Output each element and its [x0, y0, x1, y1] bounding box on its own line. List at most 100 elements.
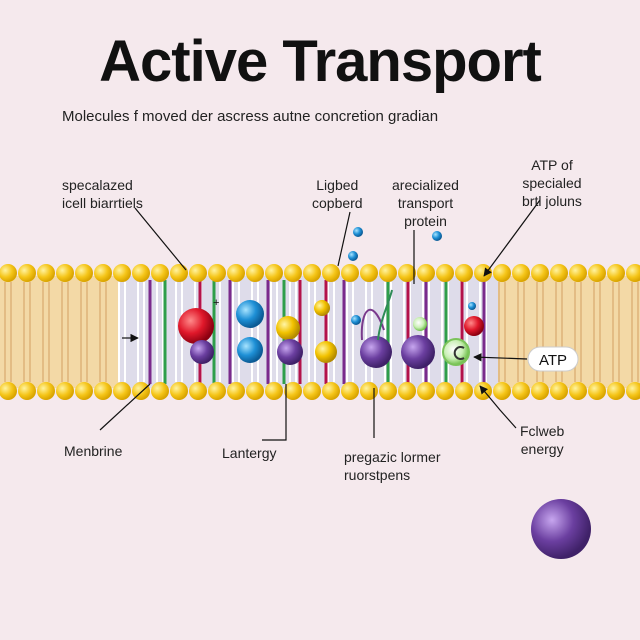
yellow-molecule [314, 300, 330, 316]
lipid-head [208, 382, 226, 400]
lipid-head [265, 264, 283, 282]
lipid-head [531, 382, 549, 400]
label-specialized-cell: specalazed icell biarrtiels [62, 177, 143, 211]
lipid-head [227, 382, 245, 400]
blue-molecule [237, 337, 263, 363]
lipid-head [379, 382, 397, 400]
lipid-head [189, 264, 207, 282]
atp-badge-label: ATP [539, 352, 567, 369]
lipid-head [322, 264, 340, 282]
lipid-head [284, 264, 302, 282]
lipid-head [398, 264, 416, 282]
red-molecule [178, 308, 214, 344]
lipid-head [75, 264, 93, 282]
lipid-head [208, 264, 226, 282]
lipid-head [512, 264, 530, 282]
svg-text:+: + [213, 297, 219, 309]
lipid-head [113, 264, 131, 282]
lipid-head [607, 382, 625, 400]
lipid-head [550, 382, 568, 400]
floating-blue-molecule [348, 251, 358, 261]
lipid-head [94, 382, 112, 400]
label-pregazic: pregazic lormer ruorstpens [344, 449, 441, 483]
lipid-head [246, 382, 264, 400]
lipid-head [436, 382, 454, 400]
lipid-head [455, 382, 473, 400]
lipid-head [417, 382, 435, 400]
lipid-head [588, 382, 606, 400]
lipid-head [569, 264, 587, 282]
lipid-heads [0, 264, 640, 400]
page-title: Active Transport [99, 29, 542, 94]
lipid-head [94, 264, 112, 282]
small-purple-molecule [190, 340, 214, 364]
label-atp-specialized: ATP of specialed brtl joluns [522, 157, 582, 209]
leader-lines [99, 199, 541, 441]
lipid-head [379, 264, 397, 282]
atp-molecule [442, 338, 470, 366]
yellow-molecule [276, 316, 300, 340]
purple-molecule [360, 336, 392, 368]
purple-molecule [401, 335, 435, 369]
lipid-head [341, 264, 359, 282]
red-molecule [464, 316, 484, 336]
lipid-head [322, 382, 340, 400]
atp-badge [527, 346, 579, 372]
lipid-head [0, 382, 17, 400]
lipid-head [75, 382, 93, 400]
label-ligbed: Ligbed copberd [312, 177, 363, 211]
lipid-head [37, 264, 55, 282]
lipid-head [531, 264, 549, 282]
lipid-head [398, 382, 416, 400]
lipid-head [56, 264, 74, 282]
lipid-head [37, 382, 55, 400]
lipid-head [626, 264, 640, 282]
lipid-head [569, 382, 587, 400]
lipid-head [170, 382, 188, 400]
floating-blue-molecule [432, 231, 442, 241]
lipid-head [341, 382, 359, 400]
lipid-head [151, 382, 169, 400]
lipid-head [588, 264, 606, 282]
small-blue-molecule [468, 302, 476, 310]
protein-strands [148, 280, 486, 384]
floating-blue-molecule [353, 227, 363, 237]
label-lantergy: Lantergy [222, 445, 277, 461]
lipid-head [170, 264, 188, 282]
lipid-head [303, 264, 321, 282]
lipid-head [455, 264, 473, 282]
lipid-head [284, 382, 302, 400]
lipid-head [0, 264, 17, 282]
lipid-head [626, 382, 640, 400]
lipid-head [132, 382, 150, 400]
yellow-molecule [315, 341, 337, 363]
label-membrane: Menbrine [64, 443, 123, 459]
label-fclweb-energy: Fclweb energy [520, 423, 565, 457]
lipid-head [303, 382, 321, 400]
lipid-head [550, 264, 568, 282]
small-blue-molecule [351, 315, 361, 325]
lipid-head [512, 382, 530, 400]
lipid-head [493, 264, 511, 282]
lipid-head [151, 264, 169, 282]
lipid-head [56, 382, 74, 400]
lipid-head [265, 382, 283, 400]
blue-molecule [236, 300, 264, 328]
lipid-head [246, 264, 264, 282]
subtitle: Molecules f moved der ascress autne conc… [62, 108, 439, 125]
lipid-head [189, 382, 207, 400]
lipid-head [360, 382, 378, 400]
large-purple-sphere [531, 499, 591, 559]
lipid-head [18, 264, 36, 282]
lipid-head [227, 264, 245, 282]
lipid-head [493, 382, 511, 400]
lipid-head [18, 382, 36, 400]
molecules [178, 289, 484, 369]
lipid-head [132, 264, 150, 282]
lipid-head [113, 382, 131, 400]
lipid-head [436, 264, 454, 282]
green-molecule [413, 317, 427, 331]
lipid-head [360, 264, 378, 282]
lipid-head [474, 264, 492, 282]
